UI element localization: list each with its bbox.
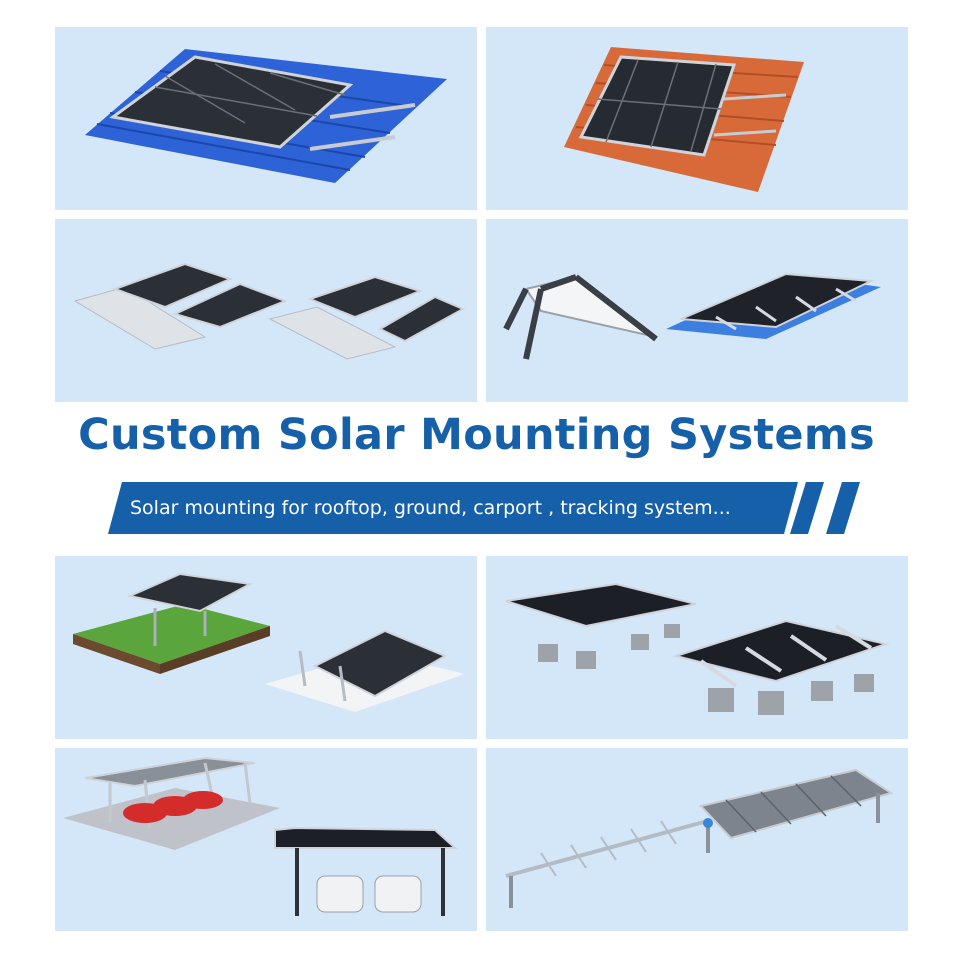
banner-text: Solar mounting for rooftop, ground, carp… <box>130 497 731 519</box>
subtitle-banner: Solar mounting for rooftop, ground, carp… <box>108 482 798 534</box>
tile-roof-mounting-image <box>486 27 908 210</box>
banner-background <box>108 482 798 534</box>
banner-stripe-right <box>826 482 860 534</box>
tilt-frame-mounting-image <box>486 219 908 402</box>
flat-roof-ballast-mounting-image <box>55 219 477 402</box>
solar-carport-mounting-image <box>55 748 477 931</box>
metal-roof-mounting-image <box>55 27 477 210</box>
solar-tracking-system-image <box>486 748 908 931</box>
concrete-block-ground-mounting-image <box>486 556 908 739</box>
page-title: Custom Solar Mounting Systems <box>78 410 875 460</box>
ground-pile-mounting-image <box>55 556 477 739</box>
